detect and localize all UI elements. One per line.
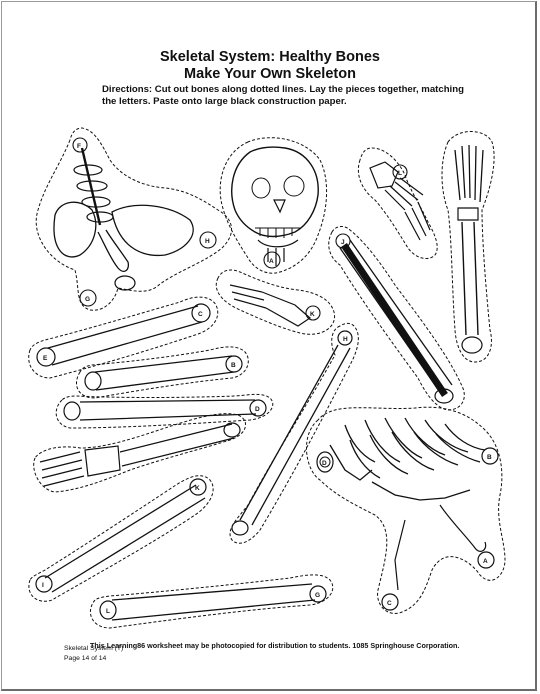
- label-foot-tip: K: [310, 311, 315, 318]
- footer-document-name: Skeletal System (T): [64, 645, 124, 652]
- footer-page-number: Page 14 of 14: [64, 655, 107, 662]
- bone-b-piece: B: [76, 346, 249, 399]
- ribcage-piece: B A C D: [305, 406, 506, 614]
- label-bone-l: L: [106, 608, 110, 615]
- directions-line-1: Directions: Cut out bones along dotted l…: [102, 84, 464, 95]
- label-ribs-c: C: [387, 600, 392, 607]
- bone-ki-piece: K I: [28, 475, 214, 602]
- bone-h-piece: H: [229, 322, 359, 544]
- label-bone-c: C: [198, 311, 203, 318]
- worksheet-subtitle: Make Your Own Skeleton: [184, 66, 356, 82]
- bone-ce-piece: C E: [28, 296, 219, 379]
- forearm-hand-piece: [441, 131, 495, 363]
- label-bone-h: H: [343, 336, 348, 343]
- copyright-notice: This Learning86 worksheet may be photoco…: [90, 641, 460, 650]
- label-pelvis-left: G: [85, 296, 90, 303]
- hand-piece: L: [357, 147, 438, 259]
- label-ribs-a: A: [483, 558, 488, 565]
- label-bone-k: K: [195, 485, 200, 492]
- label-bone-g: G: [315, 592, 320, 599]
- bone-lj-piece: G L: [90, 574, 334, 629]
- label-bone-b: B: [231, 362, 236, 369]
- label-jaw: A: [269, 258, 274, 265]
- label-bone-e: E: [43, 355, 48, 362]
- bone-j-piece: J: [328, 226, 465, 411]
- lower-arm-hand-piece: [33, 413, 246, 493]
- label-bone-d: D: [255, 406, 260, 413]
- label-ribs-b: B: [487, 454, 492, 461]
- label-pelvis-right: H: [205, 238, 210, 245]
- skull-piece: A: [219, 137, 328, 274]
- pelvis-spine-piece: F H G: [35, 127, 232, 311]
- foot-piece: K: [215, 269, 336, 335]
- directions-line-2: the letters. Paste onto large black cons…: [102, 96, 347, 107]
- label-hand-top: L: [398, 170, 402, 177]
- label-spine-top: F: [77, 143, 81, 150]
- label-ribs-d: D: [322, 460, 327, 467]
- label-bone-i: I: [42, 582, 44, 589]
- label-arm-upper: J: [341, 239, 345, 246]
- bone-d-piece: D: [55, 393, 274, 429]
- worksheet-title: Skeletal System: Healthy Bones: [159, 49, 380, 65]
